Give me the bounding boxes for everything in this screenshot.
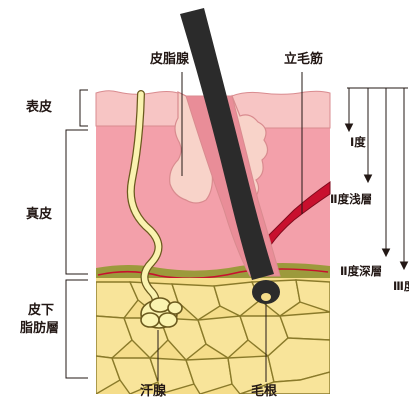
burn-third-degree-label: Ⅲ度 [393,281,409,293]
bracket-dermis [66,130,88,274]
subcutaneous-label-line2: 脂肪層 [20,322,59,335]
layer-brackets [66,90,88,378]
arrector-pili-label: 立毛筋 [284,53,323,66]
burn-second-superficial-label: Ⅱ度浅層 [330,194,372,206]
bracket-epidermis [80,90,88,126]
hair-papilla [261,293,271,301]
sweat-gland-coil [141,298,182,328]
dermis-label: 真皮 [26,208,52,221]
bracket-subcutaneous [66,280,88,378]
burn-first-degree-label: Ⅰ度 [350,137,366,149]
fat-layer [96,278,330,394]
sweat-gland-label: 汗腺 [140,385,166,398]
hair-root-label: 毛根 [251,385,277,398]
burn-depth-arrows [346,88,409,269]
burn-second-deep-label: Ⅱ度深層 [340,266,382,278]
sebaceous-gland-label: 皮脂腺 [150,53,189,66]
subcutaneous-label-line1: 皮下 [28,304,54,317]
epidermis-label: 表皮 [26,101,52,114]
